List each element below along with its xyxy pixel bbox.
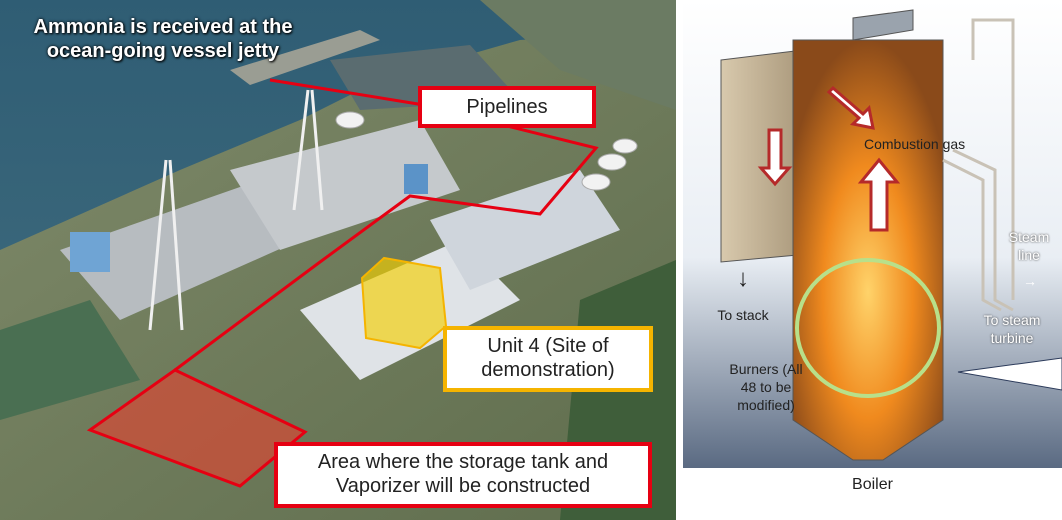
callout-pointer [957, 357, 1062, 391]
pipelines-callout: Pipelines [418, 86, 596, 128]
far-shore [480, 0, 676, 110]
combustion-gas-label: Combustion gas [864, 136, 966, 152]
chimneys [148, 89, 324, 331]
burner-highlight-ring [795, 258, 941, 398]
boiler-illustration: Combustion gas Steam line → ↓ To stack T… [683, 0, 1062, 468]
green-area [0, 300, 140, 420]
furnace [792, 39, 944, 461]
white-tanks [335, 111, 638, 191]
burners-label: Burners (All 48 to be modified) [729, 361, 803, 413]
boiler-drawing [683, 0, 1062, 468]
boiler-tubes [942, 18, 1015, 312]
storage-area [86, 368, 308, 488]
blue-tanks [70, 232, 110, 272]
jetty [230, 30, 380, 85]
plant-block-1 [60, 180, 300, 320]
aerial-photo: Ammonia is received at the ocean-going v… [0, 0, 676, 520]
top-header [852, 9, 914, 41]
plant-block-2 [230, 120, 460, 250]
stack-arrow-icon: ↓ [737, 265, 749, 292]
steam-arrow-icon: → [1023, 273, 1037, 289]
jetty-headline: Ammonia is received at the ocean-going v… [33, 16, 293, 62]
unit4-highlight [360, 256, 448, 350]
to-stack-label: To stack [717, 307, 769, 323]
unit4-callout: Unit 4 (Site of demonstration) [443, 326, 653, 392]
flow-arrows [757, 85, 901, 232]
to-steam-turbine-label: To steam turbine [983, 312, 1041, 346]
storage-area-callout: Area where the storage tank and Vaporize… [274, 442, 652, 508]
boiler-caption: Boiler [852, 476, 893, 493]
steam-line-label: Steam line [1008, 229, 1050, 263]
plant-block-3 [430, 170, 620, 290]
blue-building [404, 164, 428, 194]
